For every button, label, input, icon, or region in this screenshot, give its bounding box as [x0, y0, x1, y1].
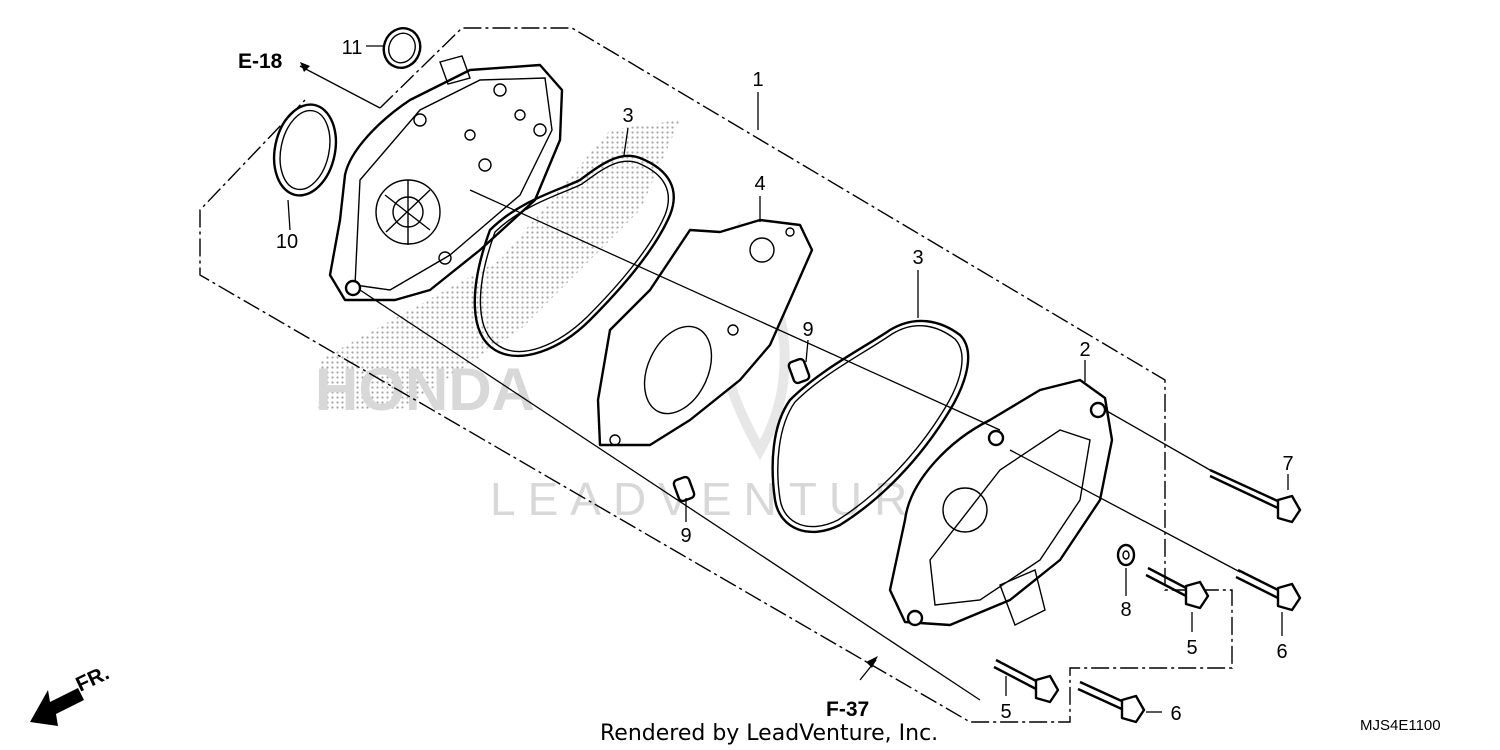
dowel-lower	[672, 475, 696, 503]
label-part-9-upper: 9	[802, 319, 813, 341]
label-part-2: 2	[1079, 339, 1090, 361]
watermark-brand: HONDA	[315, 356, 535, 423]
label-part-7: 7	[1282, 453, 1293, 475]
label-part-4: 4	[754, 173, 765, 195]
bolt-a	[1145, 566, 1210, 610]
gasket	[596, 218, 814, 447]
label-part-5-a: 5	[1186, 637, 1197, 659]
label-part-6-c: 6	[1276, 641, 1287, 663]
dowel-upper	[787, 357, 811, 385]
bolt-c	[1235, 568, 1302, 612]
ref-upper: E-18	[238, 50, 283, 73]
label-part-9-lower: 9	[680, 525, 691, 547]
watermark-company: LEADVENTURE	[490, 473, 962, 525]
ref-lower: F-37	[826, 698, 869, 721]
label-part-5-b: 5	[1000, 701, 1011, 723]
credit-text: Rendered by LeadVenture, Inc.	[600, 721, 938, 746]
watermark-stipple	[318, 120, 680, 410]
label-part-3-front: 3	[912, 247, 923, 269]
o-ring-front	[771, 319, 970, 534]
bolt-b	[993, 658, 1060, 704]
front-direction-arrow: FR.	[30, 661, 113, 726]
bolt-long	[1209, 468, 1302, 524]
pump-cover	[888, 378, 1114, 627]
assembly-boundary	[199, 27, 1233, 723]
label-part-8: 8	[1120, 599, 1131, 621]
watermark: HONDA LEADVENTURE	[315, 120, 962, 525]
bolt-d	[1077, 680, 1146, 724]
label-part-3-rear: 3	[622, 105, 633, 127]
label-part-6-d: 6	[1170, 703, 1181, 725]
washer	[1116, 543, 1136, 567]
water-pump-body	[328, 55, 564, 302]
alignment-line	[359, 289, 981, 701]
o-ring-large	[272, 103, 338, 197]
diagram-code: MJS4E1100	[1360, 717, 1441, 734]
label-part-10: 10	[276, 231, 298, 253]
o-ring-rear	[473, 154, 675, 358]
o-ring-small	[382, 27, 422, 69]
label-part-1: 1	[752, 69, 763, 91]
label-part-11: 11	[342, 37, 363, 59]
